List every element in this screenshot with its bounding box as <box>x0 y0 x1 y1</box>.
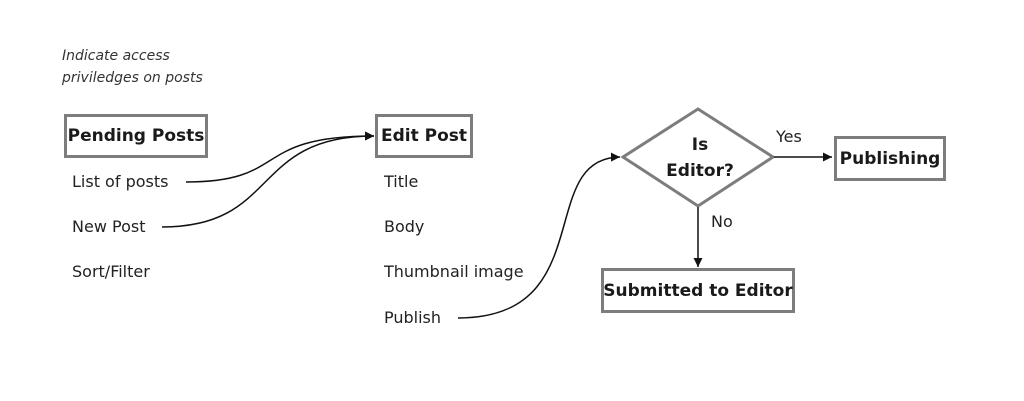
edit-item-body: Body <box>384 217 425 236</box>
pending-item-new-post: New Post <box>72 217 146 236</box>
access-note-line-1: Indicate access <box>62 48 170 64</box>
arrow-list-to-edit <box>185 131 375 183</box>
decision-label-line-2: Editor? <box>666 161 734 181</box>
submitted-to-editor-box: Submitted to Editor <box>601 268 795 313</box>
edge-label-yes: Yes <box>776 127 802 146</box>
pending-posts-title: Pending Posts <box>67 126 205 146</box>
edit-item-thumbnail-image: Thumbnail image <box>384 262 524 281</box>
decision-label: Is Editor? <box>648 132 752 184</box>
publishing-title: Publishing <box>839 148 941 169</box>
decision-diamond <box>620 107 776 208</box>
access-note-line-2: priviledges on posts <box>62 70 203 86</box>
arrow-publish-to-decision <box>457 152 621 319</box>
edit-item-title: Title <box>384 172 419 191</box>
decision-label-line-1: Is <box>691 135 709 155</box>
pending-posts-box: Pending Posts <box>64 114 208 158</box>
arrow-new-post-to-edit <box>161 131 375 228</box>
publishing-box: Publishing <box>834 136 946 181</box>
pending-item-sort-filter: Sort/Filter <box>72 262 150 281</box>
edge-label-no: No <box>711 212 733 231</box>
edit-post-box: Edit Post <box>375 114 473 158</box>
edit-post-title: Edit Post <box>380 126 468 146</box>
pending-item-list-of-posts: List of posts <box>72 172 169 191</box>
edit-item-publish: Publish <box>384 308 442 327</box>
access-note: Indicate access priviledges on posts <box>62 45 242 89</box>
submitted-to-editor-title: Submitted to Editor <box>603 280 793 301</box>
